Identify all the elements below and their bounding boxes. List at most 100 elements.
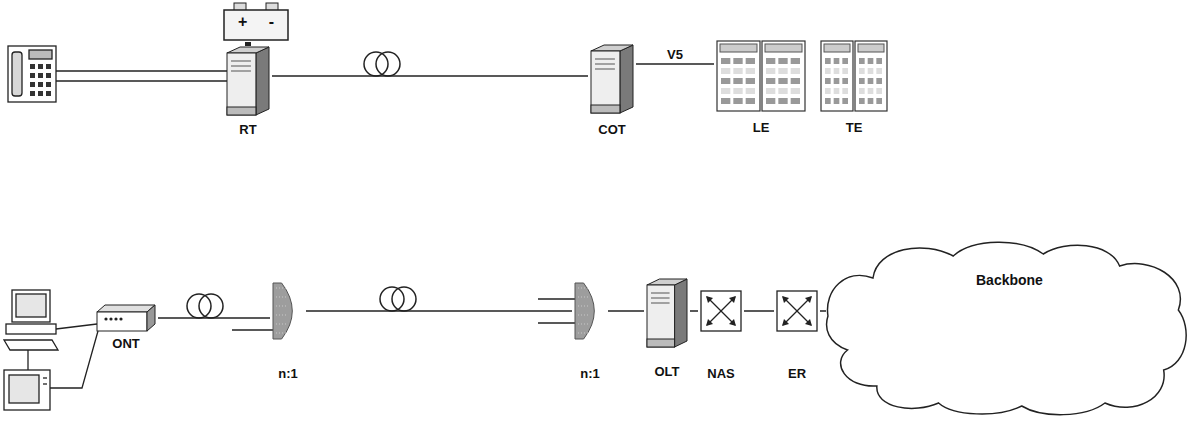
splitter-shade: [276, 333, 288, 334]
switch-cross: [707, 297, 735, 325]
phone-display: [29, 50, 52, 59]
cabinet-module: [746, 88, 755, 94]
central-office-terminal: COT: [588, 44, 636, 138]
cabinet-module: [721, 78, 730, 84]
text-holder: +-: [222, 2, 290, 30]
telephone-icon: [8, 46, 56, 102]
backbone-cloud: Backbone: [826, 238, 1194, 420]
cabinet-module: [842, 88, 848, 94]
cabinet-module: [791, 98, 800, 104]
ont-led: [104, 317, 107, 320]
server-top: [591, 45, 633, 51]
connector-line: [158, 317, 270, 319]
server-base: [227, 107, 256, 115]
server-slot: [595, 59, 615, 60]
cabinet-module: [721, 68, 730, 74]
ont-side: [147, 305, 155, 331]
cabinet-module: [733, 78, 742, 84]
cabinet-module: [733, 58, 742, 64]
cabinet-header: [765, 44, 802, 52]
server-icon: [226, 46, 270, 116]
connector-line: [245, 42, 251, 46]
cabinet: [855, 41, 887, 111]
cabinet-header: [858, 44, 884, 52]
node-label: OLT: [644, 364, 690, 380]
switch-arrow: [706, 319, 713, 326]
splitter-shade: [276, 315, 288, 316]
cabinet-module: [825, 68, 831, 74]
cabinet-module: [791, 68, 800, 74]
nas-switch: NAS: [698, 290, 744, 382]
node-label: n:1: [572, 366, 608, 382]
cabinet-module: [842, 68, 848, 74]
cabinet-module: [859, 58, 865, 64]
cabinet-module: [834, 98, 840, 104]
local-exchange: LE: [714, 40, 808, 136]
cabinet-header: [720, 44, 757, 52]
cabinet-module: [859, 98, 865, 104]
cabinet-module: [766, 98, 775, 104]
optical-splitter: n:1: [572, 282, 608, 382]
node-label: +: [238, 14, 247, 30]
cabinet-module: [876, 88, 882, 94]
cabinet-module: [746, 78, 755, 84]
cabinet-module: [868, 98, 874, 104]
connector-line: [636, 63, 714, 65]
cabinet-module: [834, 88, 840, 94]
node-label: COT: [588, 122, 636, 138]
ont-top: [97, 305, 155, 312]
cabinet-module: [791, 88, 800, 94]
cabinet-module: [778, 68, 787, 74]
cabinet-module: [868, 88, 874, 94]
cabinet-module: [733, 88, 742, 94]
copper-wire: [56, 70, 227, 72]
switch-arrow: [782, 296, 789, 303]
server-slot: [651, 293, 670, 294]
exchange-icon: [820, 40, 888, 112]
node-label: RT: [224, 122, 272, 138]
home-wire: [27, 350, 28, 370]
cabinet-module: [842, 98, 848, 104]
splitter-port: [538, 322, 576, 324]
server-base: [647, 339, 675, 347]
cabinet-module: [834, 58, 840, 64]
cabinet-module: [733, 68, 742, 74]
cabinet-module: [834, 68, 840, 74]
splitter-shade: [276, 324, 288, 325]
server-icon: [590, 44, 634, 114]
fiber-coil: [187, 294, 223, 318]
splitter-shade: [276, 297, 288, 298]
switch-box: [701, 291, 741, 331]
cabinet-module: [791, 58, 800, 64]
connector-line: [744, 310, 774, 312]
exchange-icon: [716, 40, 806, 112]
cabinet: [717, 41, 760, 111]
ont-led: [114, 317, 117, 320]
splitter-shade: [578, 324, 590, 325]
battery-box: +-: [222, 2, 290, 42]
node-label: Backbone: [976, 272, 1043, 288]
cabinet-module: [842, 78, 848, 84]
splitter-port: [538, 298, 576, 300]
server-side: [675, 279, 687, 347]
ont-led: [119, 317, 122, 320]
cabinet-module: [876, 68, 882, 74]
cabinet-module: [842, 58, 848, 64]
optical-splitter: n:1: [270, 282, 306, 382]
server-front: [591, 51, 620, 113]
server-base: [591, 105, 620, 113]
node-label: NAS: [698, 366, 744, 382]
phone-keypad: [30, 64, 51, 96]
cabinet-module: [721, 88, 730, 94]
splitter-icon: [574, 282, 606, 340]
cloud-outline: [827, 242, 1187, 414]
splitter-shade: [578, 306, 590, 307]
computer-icon: [4, 290, 58, 350]
cabinet-module: [766, 68, 775, 74]
fiber-coil: [380, 287, 416, 311]
server-front: [227, 53, 256, 115]
home-wire: [50, 331, 98, 388]
node-label: TE: [818, 120, 890, 136]
switch-arrow: [782, 319, 789, 326]
server-side: [620, 45, 633, 113]
